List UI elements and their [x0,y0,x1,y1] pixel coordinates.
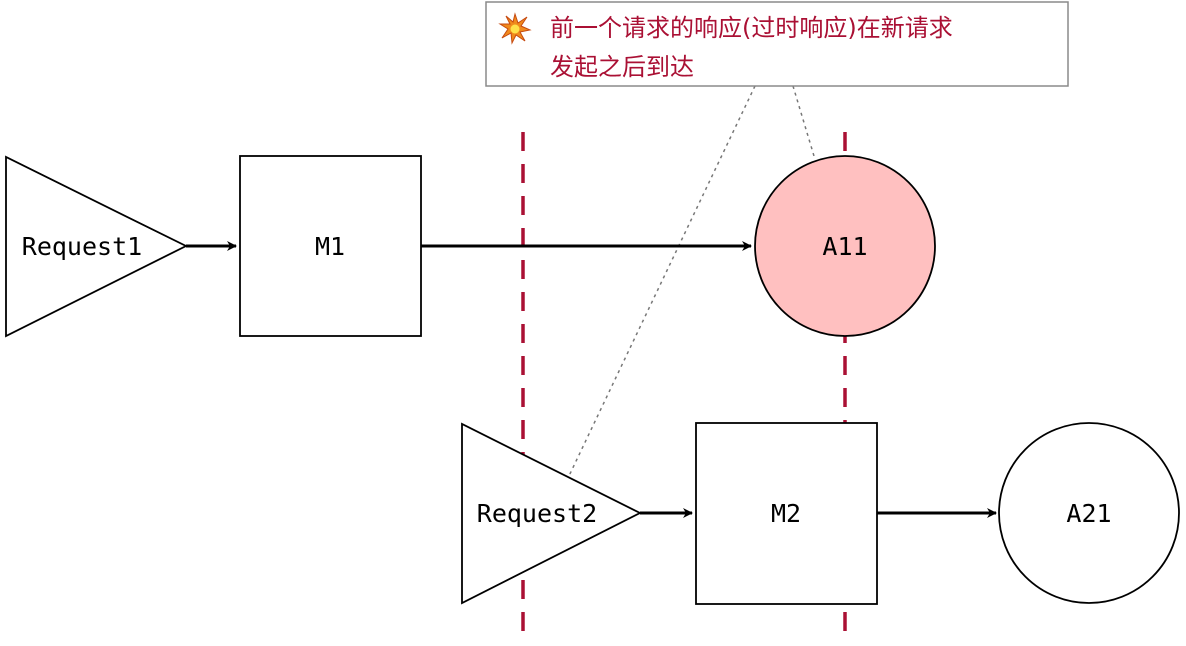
a11-node: A11 [754,155,936,337]
m1-node: M1 [239,155,422,337]
note-text-line2: 发起之后到达 [550,53,694,81]
request2-label: Request2 [477,499,597,528]
request1-label: Request1 [22,232,142,261]
a21-node: A21 [998,422,1180,604]
a21-label: A21 [1066,499,1111,528]
note-text-line1: 前一个请求的响应(过时响应)在新请求 [550,14,953,42]
m2-label: M2 [771,499,801,528]
stale-response-note: 前一个请求的响应(过时响应)在新请求 发起之后到达 [485,1,1069,87]
request2-node: Request2 [461,422,643,605]
callout-line-to-a11 [792,85,815,157]
a11-label: A11 [822,232,867,261]
collision-icon [498,12,532,45]
request1-node: Request1 [5,155,189,338]
m1-label: M1 [315,232,345,261]
callout-line-to-request2 [567,85,756,479]
m2-node: M2 [695,422,878,605]
